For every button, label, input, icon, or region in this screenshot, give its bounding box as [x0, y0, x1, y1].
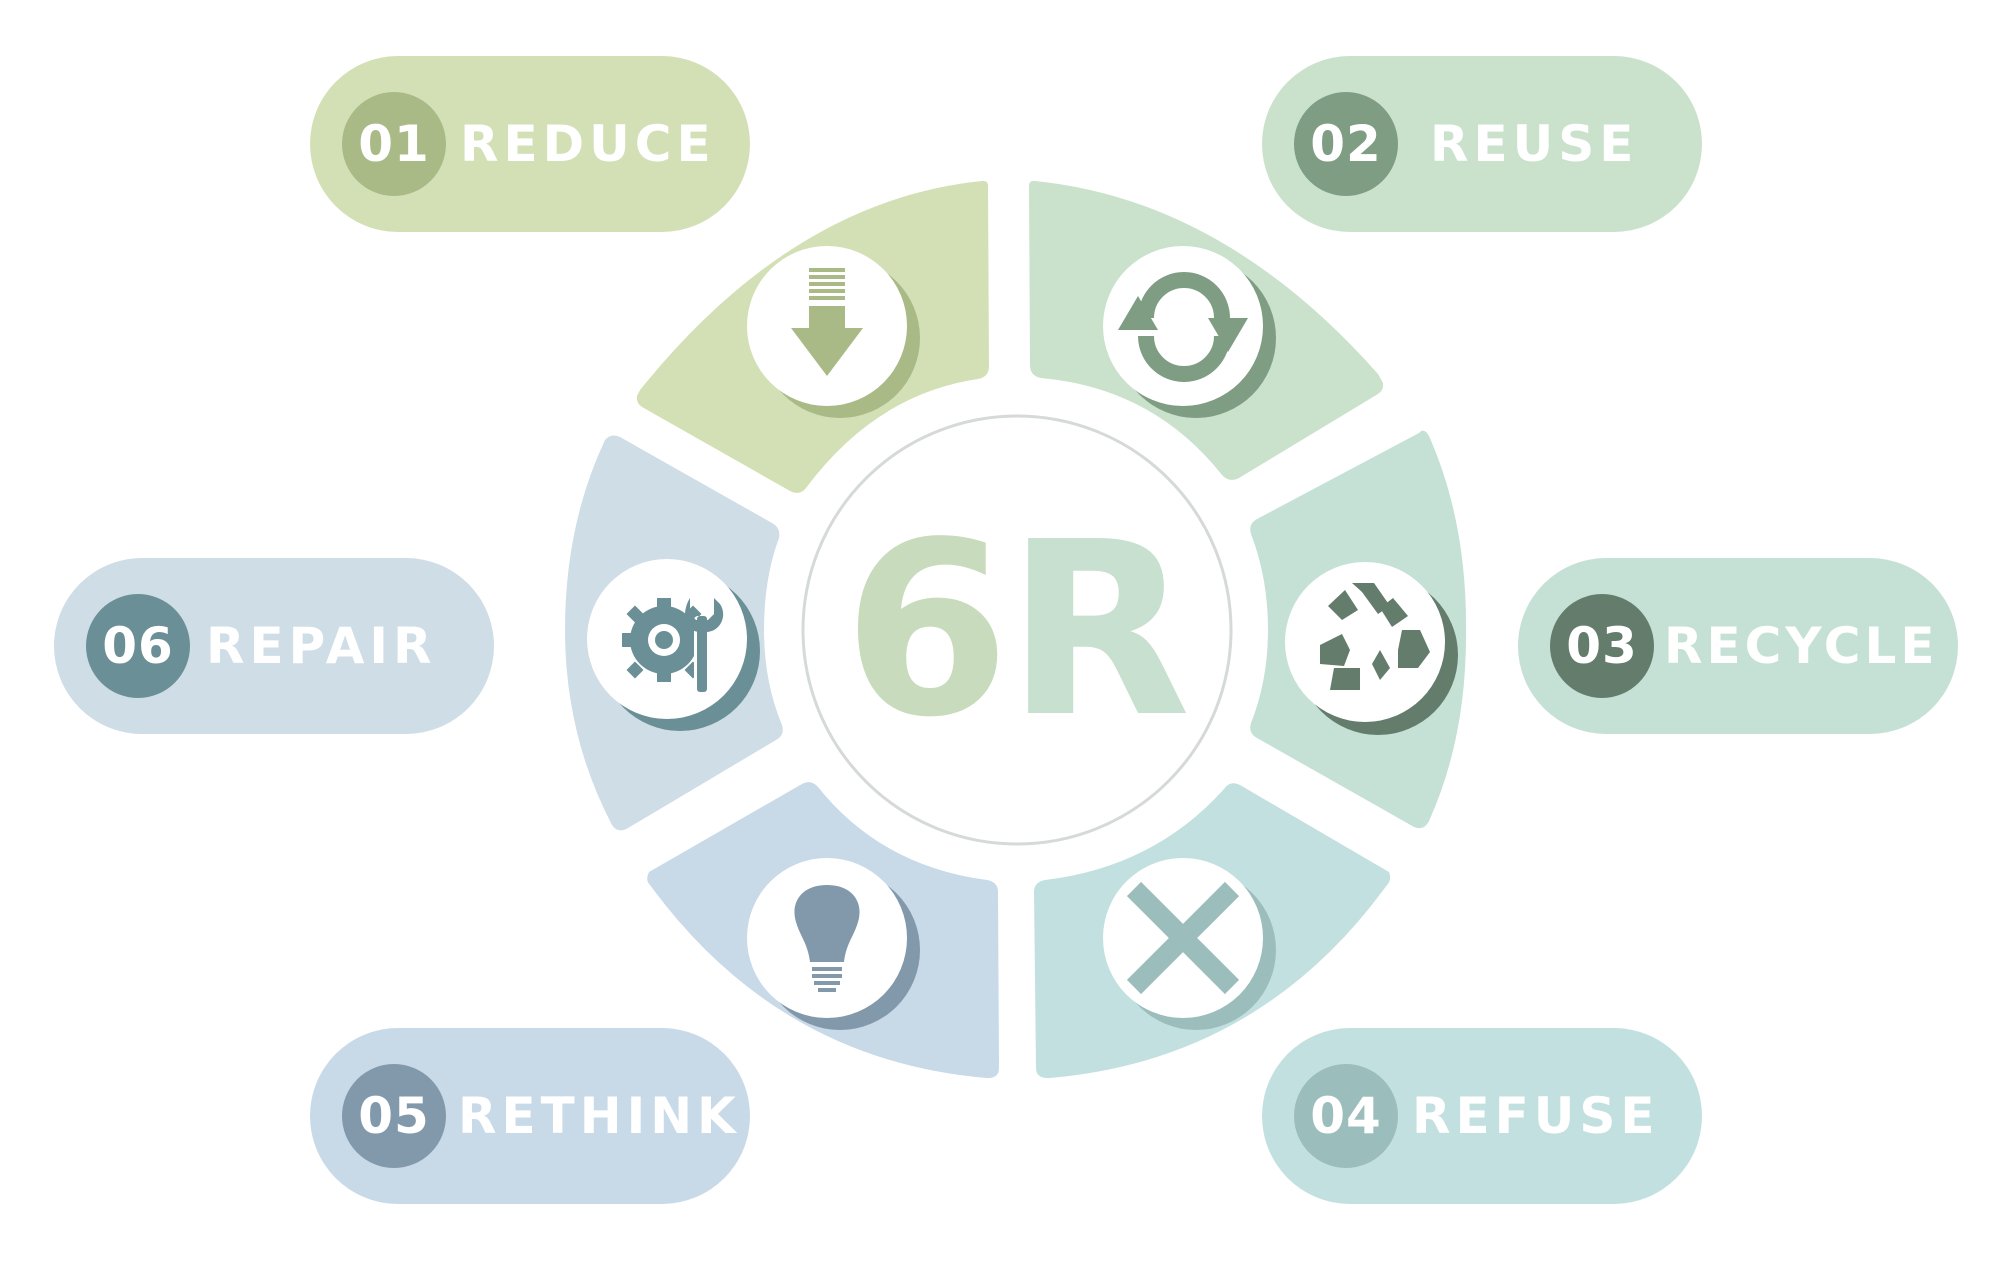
pill-reduce-number: 01	[358, 115, 430, 173]
pill-rethink: 05 RETHINK	[310, 1028, 750, 1204]
pill-refuse-number-circle	[1294, 1064, 1398, 1168]
pill-rethink-number-circle	[342, 1064, 446, 1168]
gear-wrench-icon	[622, 598, 724, 694]
badge-reduce	[747, 246, 920, 418]
lightbulb-icon	[794, 885, 860, 992]
pill-refuse-label: REFUSE	[1412, 1087, 1660, 1145]
pill-reduce-label: REDUCE	[460, 115, 716, 173]
badge-repair	[587, 559, 760, 731]
center-circle	[801, 414, 1233, 846]
center-title-letter: R	[1006, 490, 1191, 770]
cross-icon	[1126, 881, 1240, 995]
badge-refuse	[1103, 858, 1276, 1030]
download-arrow-icon	[791, 268, 863, 376]
pill-reuse-label: REUSE	[1430, 115, 1639, 173]
pill-reuse-number-circle	[1294, 92, 1398, 196]
badge-reuse	[1103, 246, 1276, 418]
center-title-number: 6	[843, 490, 1010, 770]
recycle-icon	[1320, 583, 1430, 690]
pill-refuse: 04 REFUSE	[1262, 1028, 1702, 1204]
pill-reduce-number-circle	[342, 92, 446, 196]
pill-refuse-number: 04	[1310, 1087, 1382, 1145]
pill-rethink-label: RETHINK	[458, 1087, 741, 1145]
pill-recycle-number-circle	[1550, 594, 1654, 698]
pill-recycle: 03 RECYCLE	[1518, 558, 1958, 734]
pill-repair: 06 REPAIR	[54, 558, 494, 734]
pill-recycle-number: 03	[1566, 617, 1638, 675]
badge-reuse-disc	[1103, 246, 1263, 406]
pill-reuse: 02 REUSE	[1262, 56, 1702, 232]
pill-repair-number: 06	[102, 617, 174, 675]
badge-recycle	[1285, 562, 1458, 735]
pill-reuse-number: 02	[1310, 115, 1382, 173]
refresh-arrows-icon	[1138, 272, 1230, 382]
pill-repair-number-circle	[86, 594, 190, 698]
pill-reduce: 01 REDUCE	[310, 56, 750, 232]
pill-recycle-label: RECYCLE	[1664, 617, 1939, 675]
badge-rethink	[747, 858, 920, 1030]
badge-recycle-disc	[1285, 562, 1445, 722]
pill-rethink-number: 05	[358, 1087, 430, 1145]
center-title: 6R	[800, 415, 1230, 845]
pill-repair-label: REPAIR	[206, 617, 437, 675]
